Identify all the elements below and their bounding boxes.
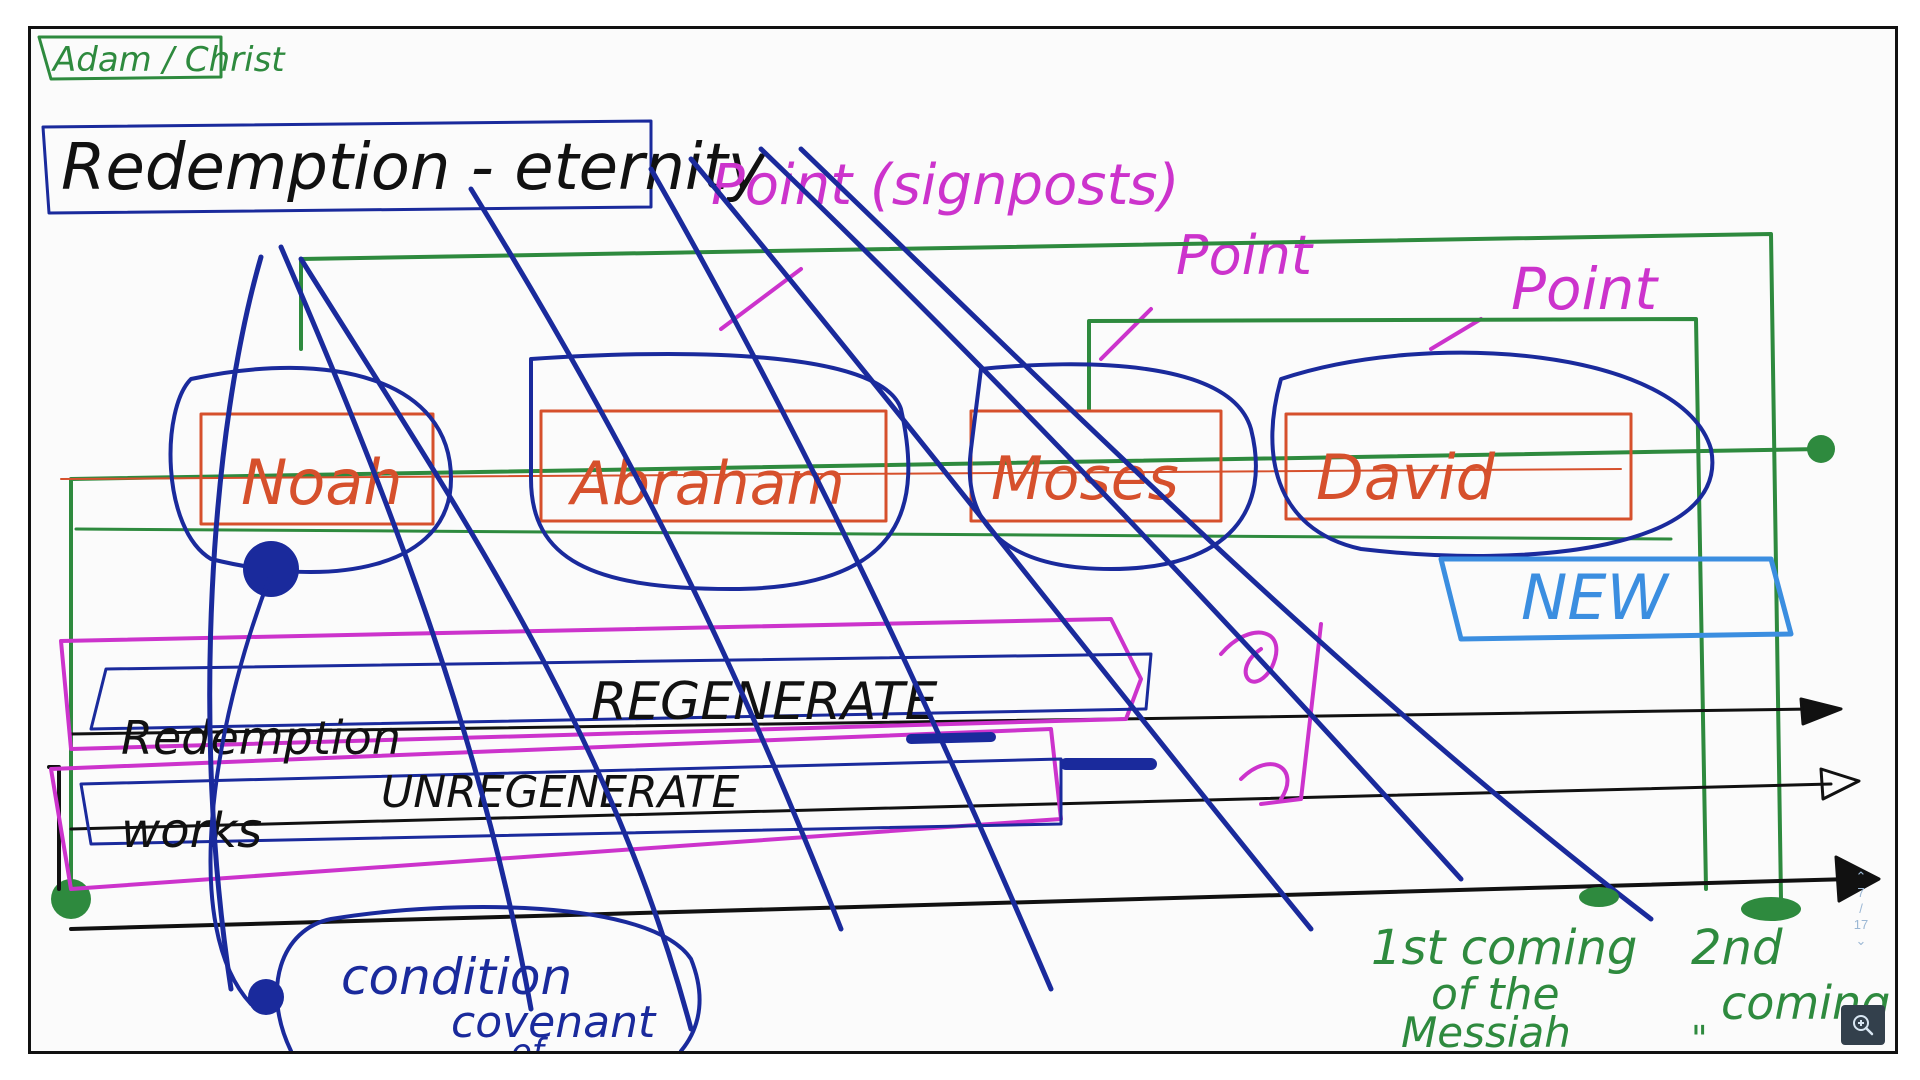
messiah-label: Messiah	[1401, 1008, 1571, 1051]
first-coming-label: 1st coming	[1371, 920, 1637, 976]
signpost-label: Point (signposts)	[711, 153, 1179, 218]
redemption-eternity-label: Redemption - eternity	[61, 131, 767, 205]
covenant-label: covenant	[451, 997, 657, 1048]
zoom-in-button[interactable]	[1841, 1005, 1885, 1045]
new-box	[1438, 556, 1794, 642]
point-label-2: Point	[1511, 255, 1659, 323]
of-label: of	[511, 1032, 549, 1051]
covenant-label-david: David	[1316, 441, 1496, 514]
page-indicator: ⌃ 7 / 17 ⌄	[1847, 869, 1875, 949]
page-current: 7	[1857, 885, 1865, 900]
covenant-box-david	[1284, 412, 1633, 521]
page-total: 17	[1853, 917, 1869, 932]
regenerate-label: REGENERATE	[591, 672, 938, 732]
zoom-in-icon	[1853, 1015, 1874, 1036]
top-label: Adam / Christ	[51, 40, 286, 80]
redemption-row-label: Redemption	[121, 711, 401, 765]
new-label: NEW	[1521, 561, 1671, 634]
regenerate-box	[59, 617, 1143, 751]
redemption-eternity-box	[41, 119, 653, 215]
covenant-box-abraham	[539, 409, 888, 523]
whiteboard-frame: Adam / Christ Redemption - eternity Poin…	[28, 26, 1898, 1054]
ditto-mark: "	[1691, 1019, 1708, 1051]
works-row-label: works	[121, 803, 262, 859]
page-separator: /	[1859, 901, 1863, 916]
condition-label: condition	[341, 948, 572, 1006]
point-label-1: Point	[1176, 224, 1314, 287]
page-down-icon[interactable]: ⌄	[1855, 933, 1867, 948]
page-up-icon[interactable]: ⌃	[1855, 869, 1867, 884]
covenant-label-moses: Moses	[991, 444, 1179, 514]
adam-box	[37, 35, 223, 81]
of-the-label: of the	[1431, 969, 1560, 1020]
unregenerate-label: UNREGENERATE	[381, 767, 739, 818]
second-coming-label: 2nd	[1691, 920, 1783, 976]
covenant-label-abraham: Abraham	[567, 449, 845, 519]
whiteboard-canvas: Adam / Christ Redemption - eternity Poin…	[37, 35, 1890, 1051]
